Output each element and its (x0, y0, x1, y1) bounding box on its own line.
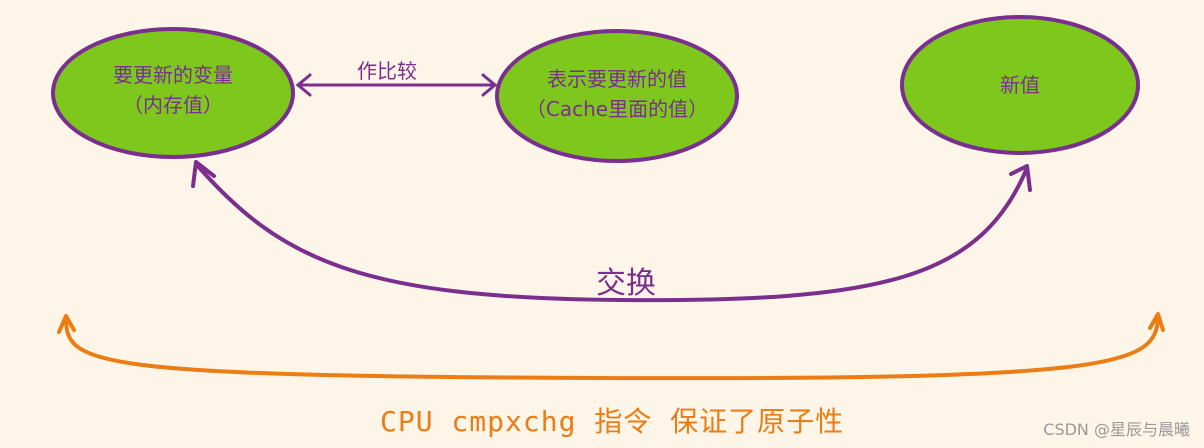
node-new-value-line1: 新值 (1000, 73, 1040, 97)
node-expected-line1: 表示要更新的值 (547, 67, 687, 91)
compare-arrow (295, 73, 498, 97)
node-new-value (900, 15, 1140, 155)
node-new-value-label: 新值 (920, 70, 1120, 100)
atomicity-label: CPU cmpxchg 指令 保证了原子性 (380, 405, 845, 438)
atomicity-arrow (57, 312, 1165, 381)
node-expected (495, 29, 739, 163)
node-variable-line2: （内存值） (123, 93, 223, 117)
node-expected-line2: （Cache里面的值） (525, 97, 709, 121)
exchange-arrow (191, 160, 1032, 303)
exchange-label: 交换 (596, 266, 656, 301)
watermark: CSDN @星辰与晨曦 (1043, 420, 1190, 439)
node-variable (51, 27, 295, 159)
node-variable-label: 要更新的变量 （内存值） (73, 60, 273, 120)
compare-label: 作比较 (357, 59, 417, 83)
node-expected-label: 表示要更新的值 （Cache里面的值） (502, 64, 732, 124)
node-variable-line1: 要更新的变量 (113, 63, 233, 87)
